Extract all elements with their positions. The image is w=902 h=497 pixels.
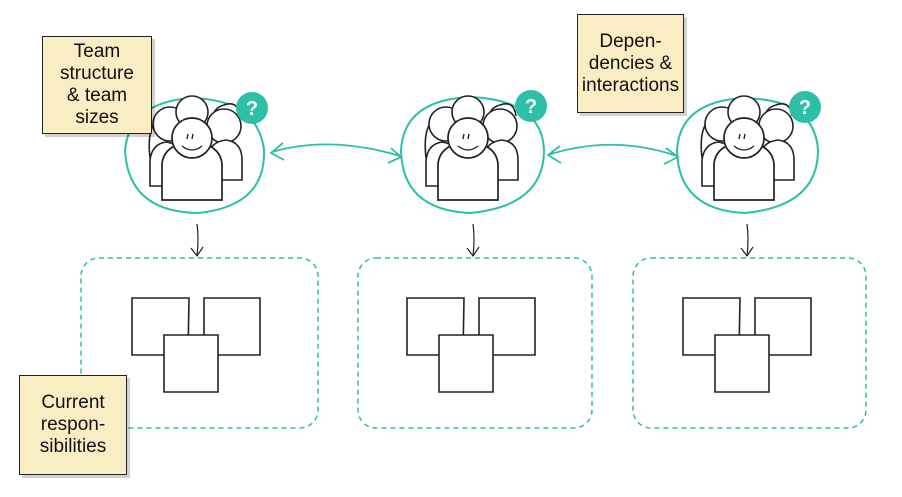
team-group-3 — [675, 95, 820, 215]
down-arrow-3 — [740, 223, 754, 257]
responsibility-boxes-2 — [406, 297, 536, 393]
question-mark-icon: ? — [799, 97, 811, 119]
question-badge-1: ? — [236, 92, 268, 124]
note-dependencies-text: Depen- dencies & interactions — [581, 30, 680, 96]
note-dependencies: Depen- dencies & interactions — [577, 14, 684, 113]
responsibility-boxes-1 — [131, 297, 261, 393]
note-team-structure-text: Team structure & team sizes — [60, 41, 134, 128]
team-group-1 — [123, 95, 266, 215]
question-badge-3: ? — [789, 91, 821, 123]
question-badge-2: ? — [515, 90, 547, 122]
responsibility-area-1 — [80, 257, 319, 429]
responsibility-boxes-3 — [682, 297, 812, 393]
note-responsibilities-text: Current respon- sibilities — [39, 392, 107, 457]
team-group-2 — [399, 95, 546, 215]
note-responsibilities: Current respon- sibilities — [19, 375, 127, 475]
question-mark-icon: ? — [246, 98, 258, 120]
question-mark-icon: ? — [525, 96, 537, 118]
interaction-arrow-1-2 — [269, 142, 403, 164]
note-team-structure: Team structure & team sizes — [42, 36, 152, 134]
down-arrow-2 — [466, 223, 480, 257]
responsibility-area-3 — [632, 257, 867, 429]
interaction-arrow-2-3 — [546, 143, 680, 165]
responsibility-area-2 — [357, 257, 593, 429]
down-arrow-1 — [190, 223, 204, 257]
